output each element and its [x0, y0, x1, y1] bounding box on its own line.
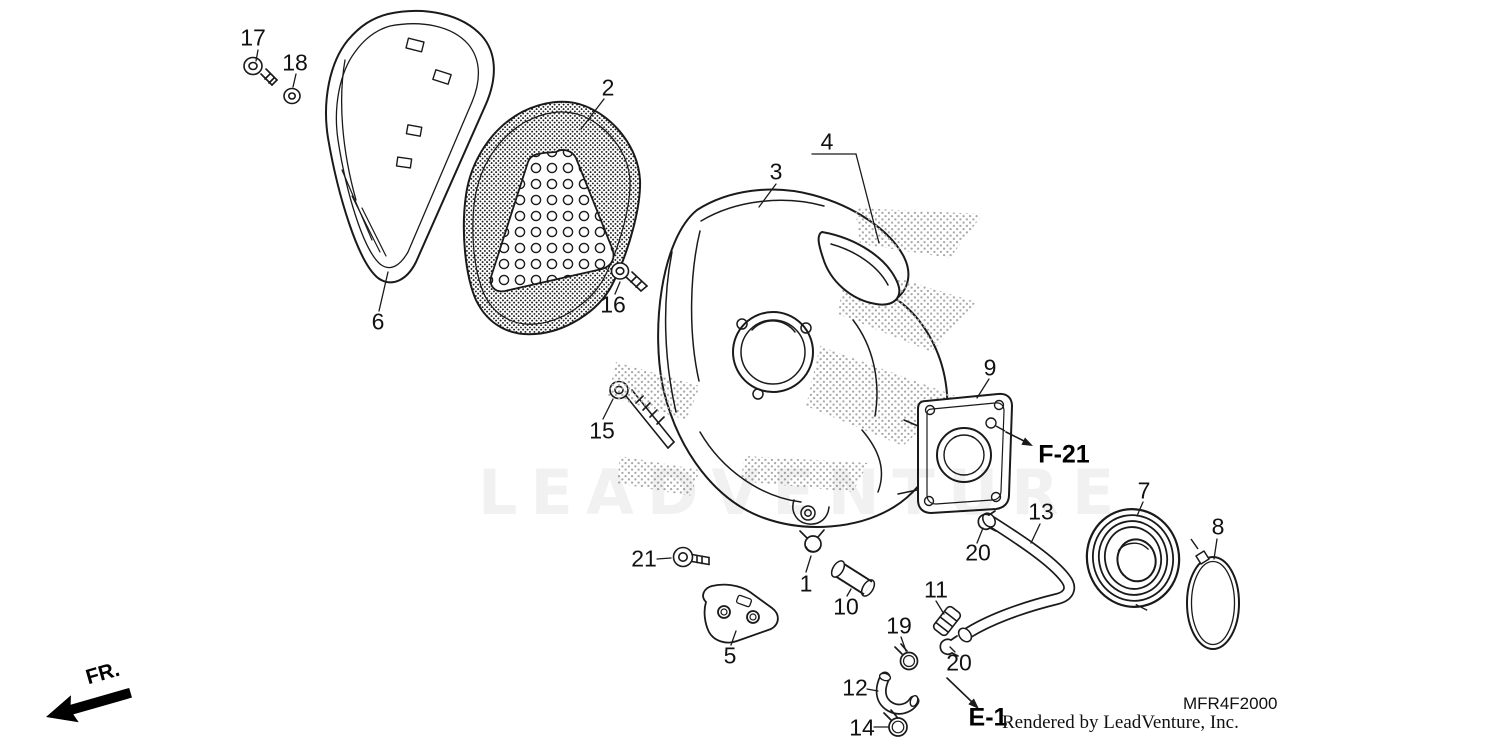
ref-label-f21[interactable]: F-21 — [1038, 440, 1090, 469]
part-6-cover-art — [325, 9, 495, 284]
callout-18: 18 — [282, 49, 308, 76]
callout-4: 4 — [820, 128, 834, 155]
part-8-band-art — [1186, 538, 1240, 650]
part-12-elbow-art — [875, 671, 920, 715]
part-1-clamp-art — [799, 529, 825, 553]
diagram-code: MFR4F2000 — [1183, 694, 1278, 713]
part-7-duct-art — [1085, 508, 1181, 611]
part-2-filter-element-art — [462, 100, 642, 336]
callout-3: 3 — [769, 158, 783, 185]
callout-14: 14 — [849, 714, 875, 741]
part-19-clamp-art — [894, 643, 919, 671]
callout-13: 13 — [1028, 498, 1054, 525]
part-17-screw-art — [243, 56, 278, 86]
callout-16: 16 — [600, 291, 626, 318]
callout-11: 11 — [924, 576, 948, 603]
callout-21: 21 — [631, 545, 657, 572]
part-9-plate-art — [917, 392, 1013, 514]
callout-20-upper: 20 — [965, 539, 991, 566]
ref-arrow-e1 — [946, 677, 979, 709]
part-10-tube-art — [830, 560, 876, 597]
part-14-clamp-art — [883, 709, 908, 737]
callout-9: 9 — [983, 354, 997, 381]
callout-2: 2 — [601, 74, 615, 101]
part-13-tube-art — [957, 512, 1076, 643]
leader-lines — [255, 49, 1218, 728]
callout-12: 12 — [842, 674, 868, 701]
part-21-bolt-art — [672, 546, 710, 568]
callout-20-lower: 20 — [946, 649, 972, 676]
callout-8: 8 — [1211, 513, 1225, 540]
callout-15: 15 — [589, 417, 615, 444]
callout-7: 7 — [1137, 477, 1151, 504]
part-16-bolt-art — [610, 262, 648, 292]
front-direction-arrow — [46, 687, 132, 723]
callout-10: 10 — [833, 593, 859, 620]
callout-17: 17 — [240, 24, 266, 51]
ref-arrow-f21 — [1005, 431, 1033, 446]
callout-6: 6 — [371, 308, 385, 335]
part-20-clip-lower-art — [939, 635, 959, 657]
ref-label-e1[interactable]: E-1 — [968, 703, 1008, 732]
footer-credit: Rendered by LeadVenture, Inc. — [1002, 712, 1239, 733]
part-11-joint-art — [932, 605, 962, 637]
part-5-bracket-art — [702, 583, 779, 644]
part-18-washer-art — [283, 87, 301, 105]
callout-19: 19 — [886, 612, 912, 639]
part-3-4-housing-details — [664, 199, 919, 525]
callout-5: 5 — [723, 642, 737, 669]
callout-1: 1 — [799, 570, 813, 597]
part-20-clip-upper-art — [977, 510, 997, 532]
